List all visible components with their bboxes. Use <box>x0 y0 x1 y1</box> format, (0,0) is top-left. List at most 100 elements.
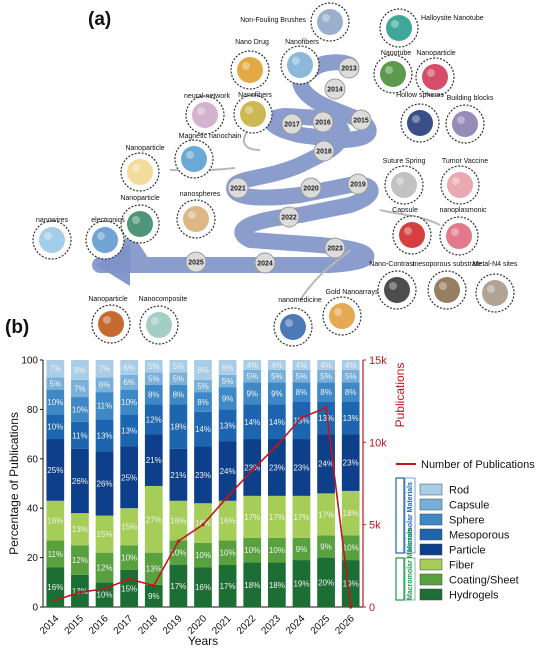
material-node: Metal-N4 sites <box>473 261 518 313</box>
bar-data-label: 8% <box>320 388 332 397</box>
bar-segment-mesoporous <box>120 414 139 447</box>
bar-segment-mesoporous <box>267 404 286 440</box>
y2-axis-title: Publications <box>393 363 407 428</box>
material-node-label: Tumor Vaccine <box>442 158 488 165</box>
bar-data-label: 4% <box>246 361 258 370</box>
legend-line-label: Number of Publications <box>421 459 535 471</box>
bar-segment-capsule <box>169 372 188 385</box>
bar-data-label: 18% <box>343 509 359 518</box>
bar-segment-particle <box>243 439 262 496</box>
bar-data-label: 15% <box>97 530 113 539</box>
bar-segment-rod <box>218 360 237 375</box>
material-thumbnail <box>407 110 433 136</box>
publications-point <box>53 598 57 603</box>
bar-data-label: 9% <box>246 389 258 398</box>
bar-data-label: 6% <box>222 363 234 372</box>
bar-data-label: 20% <box>318 578 334 587</box>
bar-segment-fiber <box>71 513 89 546</box>
publications-point <box>201 523 205 527</box>
bar-segment-rod <box>120 360 139 375</box>
bar-data-label: 23% <box>343 459 359 468</box>
material-node-label: electronics <box>91 217 125 224</box>
bar-data-label: 8% <box>197 398 209 407</box>
material-thumbnail <box>237 57 263 83</box>
legend-swatch <box>419 543 443 556</box>
material-node-label: Nanoparticle <box>88 296 127 303</box>
bar-data-label: 6% <box>99 381 111 390</box>
bar-data-label: 19% <box>343 580 359 589</box>
bar-segment-mesoporous <box>71 421 89 449</box>
micro-bracket <box>395 477 405 554</box>
publications-point <box>102 587 107 591</box>
material-node-label: nanospheres <box>180 191 221 198</box>
bar-segment-mesoporous <box>95 419 114 452</box>
bar-segment-mesoporous <box>218 409 237 442</box>
legend-swatch <box>419 558 443 571</box>
material-node: Magnetic nanochain <box>174 133 241 179</box>
material-thumbnail <box>329 303 355 329</box>
material-thumbnail <box>127 211 153 237</box>
material-thumbnail <box>399 222 425 248</box>
material-node-label: Nano-Contrast <box>369 261 415 268</box>
bar-segment-rod <box>71 360 89 380</box>
bar-data-label: 9% <box>271 389 283 398</box>
material-node-label: mesoporous substrate <box>412 261 481 268</box>
bar-data-label: 25% <box>47 466 63 475</box>
y-tick-label: 0 <box>32 603 38 614</box>
material-node: Nano Drug <box>230 39 270 90</box>
year-label: 2020 <box>303 186 319 193</box>
year-label: 2023 <box>327 246 343 253</box>
year-node-2020 <box>300 177 322 199</box>
material-thumbnail <box>317 9 343 35</box>
material-thumbnail <box>192 102 218 128</box>
bar-data-label: 11% <box>97 402 112 411</box>
y-tick-label: 100 <box>21 356 38 367</box>
macro-bracket <box>395 557 405 601</box>
bar-segment-fiber <box>46 500 65 541</box>
bar-data-label: 16% <box>195 583 211 592</box>
bar-data-label: 23% <box>244 463 260 472</box>
bar-segment-rod <box>46 360 65 378</box>
material-node-label: Halloysite Nanotube <box>421 15 484 22</box>
bar-data-label: 10% <box>244 546 260 555</box>
bar-data-label: 26% <box>97 480 113 489</box>
bar-segment-sphere <box>218 387 237 410</box>
publications-point <box>78 590 82 594</box>
bar-segment-particle <box>95 451 114 516</box>
bar-segment-hydrogels <box>95 582 114 607</box>
bar-data-label: 26% <box>72 477 88 486</box>
material-thumbnail <box>447 172 473 198</box>
bar-data-label: 10% <box>269 546 285 555</box>
bar-data-label: 12% <box>72 556 88 565</box>
year-node-2025 <box>185 251 207 273</box>
bar-segment-particle <box>120 446 139 509</box>
material-node: Non-Fouling Brushes <box>240 2 350 42</box>
material-node-label: Nanotube <box>381 50 411 57</box>
bar-data-label: 6% <box>123 378 135 387</box>
material-node-label: Non-Fouling Brushes <box>240 17 306 24</box>
year-node-2019 <box>347 173 369 195</box>
bar-data-label: 6% <box>123 363 135 372</box>
bar-segment-particle <box>292 439 311 496</box>
bar-data-label: 7% <box>74 384 86 393</box>
material-thumbnail <box>181 146 207 172</box>
bar-segment-capsule <box>144 372 163 385</box>
bar-data-label: 14% <box>244 418 260 427</box>
bar-segment-coating-sheet <box>46 540 65 568</box>
material-thumbnail <box>384 277 410 303</box>
legend-swatch <box>419 528 443 541</box>
bar-segment-coating-sheet <box>292 537 311 561</box>
material-node-label: neural network <box>184 93 230 100</box>
bar-segment-coating-sheet <box>194 542 212 568</box>
material-node-label: Hollow spheres <box>396 92 444 99</box>
material-node: Halloysite Nanotube <box>379 8 484 48</box>
bar-segment-fiber <box>292 495 311 538</box>
bar-segment-coating-sheet <box>120 545 139 570</box>
material-node: Gold Nanoarrays <box>322 289 379 336</box>
legend-swatch <box>419 588 443 601</box>
bar-segment-capsule <box>292 369 311 383</box>
x-tick-label: 2018 <box>136 613 160 637</box>
bar-data-label: 5% <box>173 375 185 384</box>
year-node-2024 <box>254 252 276 274</box>
bar-data-label: 8% <box>345 388 357 397</box>
